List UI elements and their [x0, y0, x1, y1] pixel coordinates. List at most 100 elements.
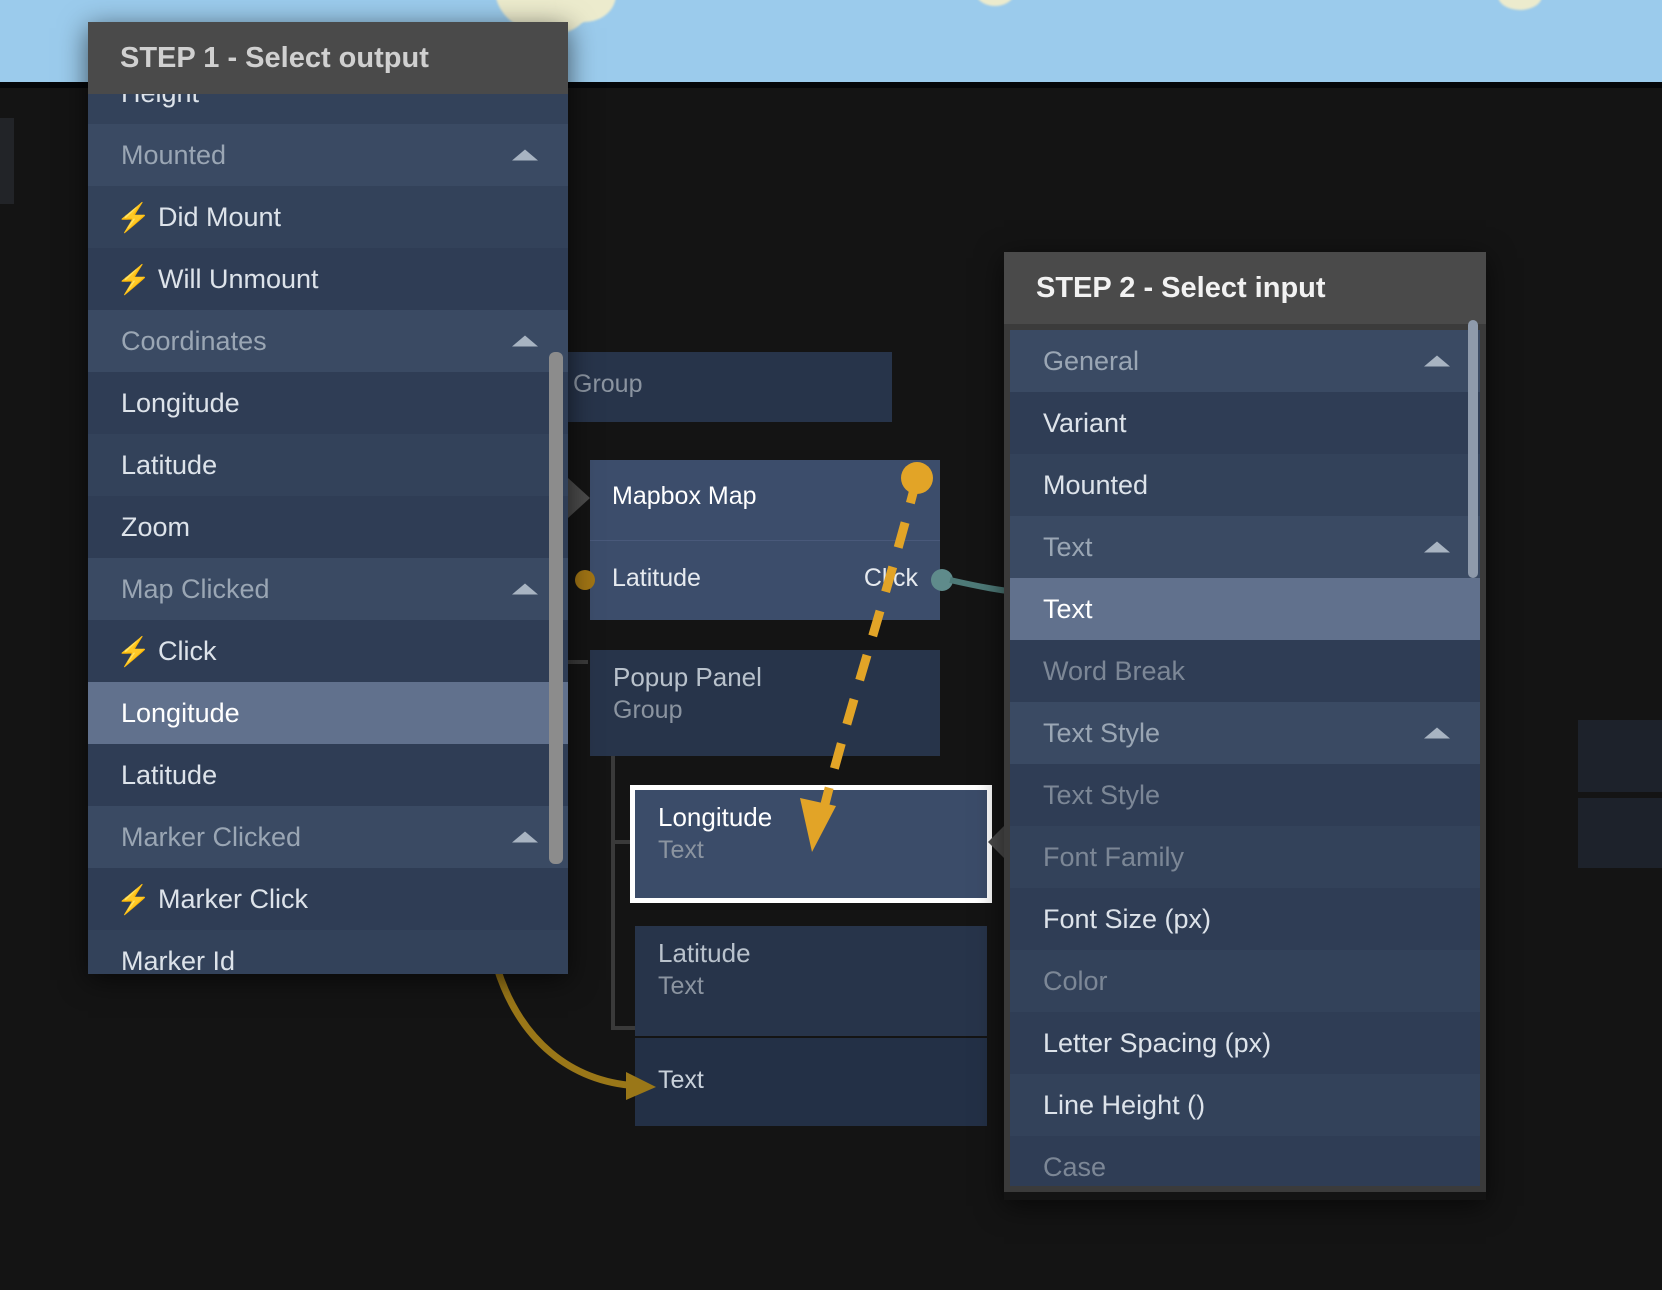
step2-title: STEP 2 - Select input [1004, 252, 1486, 324]
text-node[interactable]: Text [635, 1038, 987, 1126]
mapbox-latitude-row[interactable]: Latitude [612, 564, 701, 592]
bolt-icon: ⚡ [116, 263, 151, 295]
step2-option-label: Text [1043, 531, 1093, 562]
latitude-text-subtitle: Text [658, 972, 704, 1000]
step1-popup: STEP 1 - Select output HeightMounted⚡Did… [88, 22, 568, 974]
step1-option-list[interactable]: HeightMounted⚡Did Mount⚡Will UnmountCoor… [88, 94, 568, 974]
step1-option-label: Latitude [121, 759, 218, 790]
step1-option-latitude[interactable]: Latitude [88, 434, 568, 496]
step1-option-label: Marker Clicked [121, 821, 302, 852]
step2-option-label: General [1043, 345, 1140, 376]
group-node-subtitle: Group [573, 370, 643, 398]
step1-option-label: Click [158, 635, 217, 666]
step2-option-label: Case [1043, 1151, 1107, 1182]
step1-option-longitude[interactable]: Longitude [88, 682, 568, 744]
step1-option-label: Coordinates [121, 325, 267, 356]
step1-option-mounted[interactable]: Mounted [88, 124, 568, 186]
step1-option-did-mount[interactable]: ⚡Did Mount [88, 186, 568, 248]
chevron-up-icon[interactable] [1424, 541, 1450, 553]
step1-option-marker-clicked[interactable]: Marker Clicked [88, 806, 568, 868]
step1-option-map-clicked[interactable]: Map Clicked [88, 558, 568, 620]
step1-option-marker-id[interactable]: Marker Id [88, 930, 568, 974]
background-panel [0, 118, 14, 204]
bolt-icon: ⚡ [116, 883, 151, 915]
longitude-text-subtitle: Text [658, 836, 704, 864]
step1-option-label: Longitude [121, 387, 240, 418]
step1-option-label: Mounted [121, 139, 227, 170]
step2-option-label: Text Style [1043, 779, 1161, 810]
chevron-up-icon[interactable] [1424, 727, 1450, 739]
step1-option-longitude[interactable]: Longitude [88, 372, 568, 434]
tree-connector [611, 1026, 635, 1030]
popup-panel-title: Popup Panel [613, 662, 762, 692]
step1-scrollbar[interactable] [549, 352, 563, 864]
mapbox-map-node[interactable]: Mapbox Map Latitude Click [590, 460, 940, 620]
step1-option-coordinates[interactable]: Coordinates [88, 310, 568, 372]
step1-option-label: Longitude [121, 697, 240, 728]
step2-option-general[interactable]: General [1010, 330, 1480, 392]
step2-option-mounted[interactable]: Mounted [1010, 454, 1480, 516]
step2-option-text-style[interactable]: Text Style [1010, 764, 1480, 826]
step2-option-line-height[interactable]: Line Height () [1010, 1074, 1480, 1136]
chevron-up-icon[interactable] [512, 149, 538, 161]
step2-option-text-style[interactable]: Text Style [1010, 702, 1480, 764]
land-shape [975, 0, 1015, 6]
step1-option-will-unmount[interactable]: ⚡Will Unmount [88, 248, 568, 310]
step1-option-click[interactable]: ⚡Click [88, 620, 568, 682]
mapbox-click-row[interactable]: Click [863, 564, 918, 592]
step1-option-latitude[interactable]: Latitude [88, 744, 568, 806]
step1-option-label: Latitude [121, 449, 218, 480]
step1-title: STEP 1 - Select output [88, 22, 568, 94]
latitude-input-port[interactable] [575, 570, 595, 590]
chevron-up-icon[interactable] [512, 583, 538, 595]
chevron-up-icon[interactable] [512, 335, 538, 347]
step2-option-text[interactable]: Text [1010, 578, 1480, 640]
longitude-text-title: Longitude [658, 802, 773, 832]
group-node[interactable]: Group [560, 352, 892, 422]
land-shape [556, 0, 616, 22]
step1-option-height[interactable]: Height [88, 94, 568, 124]
popup-panel-node[interactable]: Popup Panel Group [590, 650, 940, 756]
step1-option-label: Marker Id [121, 945, 236, 975]
latitude-text-node[interactable]: Latitude Text [635, 926, 987, 1036]
longitude-text-node[interactable]: Longitude Text [630, 785, 992, 903]
step2-option-label: Color [1043, 965, 1108, 996]
chevron-up-icon[interactable] [512, 831, 538, 843]
step2-option-word-break[interactable]: Word Break [1010, 640, 1480, 702]
step2-option-variant[interactable]: Variant [1010, 392, 1480, 454]
step2-option-font-size-px[interactable]: Font Size (px) [1010, 888, 1480, 950]
step2-option-label: Mounted [1043, 469, 1149, 500]
step1-option-label: Will Unmount [158, 263, 319, 294]
step2-option-label: Text [1043, 593, 1093, 624]
step2-option-letter-spacing-px[interactable]: Letter Spacing (px) [1010, 1012, 1480, 1074]
step1-option-zoom[interactable]: Zoom [88, 496, 568, 558]
tree-connector [566, 660, 588, 664]
step1-option-label: Height [121, 94, 199, 109]
bolt-icon: ⚡ [116, 635, 151, 667]
step2-option-case[interactable]: Case [1010, 1136, 1480, 1186]
step2-option-text[interactable]: Text [1010, 516, 1480, 578]
step2-option-font-family[interactable]: Font Family [1010, 826, 1480, 888]
step2-option-label: Line Height () [1043, 1089, 1206, 1120]
step1-option-label: Did Mount [158, 201, 282, 232]
map-divider [0, 82, 1662, 88]
step2-option-label: Word Break [1043, 655, 1186, 686]
step2-option-label: Variant [1043, 407, 1127, 438]
popup-panel-subtitle: Group [613, 696, 683, 724]
step2-option-label: Font Family [1043, 841, 1185, 872]
step1-option-label: Map Clicked [121, 573, 270, 604]
step2-scrollbar[interactable] [1468, 320, 1478, 578]
tree-connector [611, 840, 635, 844]
step2-option-color[interactable]: Color [1010, 950, 1480, 1012]
background-panel [1578, 720, 1662, 792]
click-output-port[interactable] [931, 569, 953, 591]
step1-option-marker-click[interactable]: ⚡Marker Click [88, 868, 568, 930]
step2-option-label: Font Size (px) [1043, 903, 1212, 934]
chevron-up-icon[interactable] [1424, 355, 1450, 367]
mapbox-map-title: Mapbox Map [612, 482, 757, 510]
node-collapse-caret-icon[interactable] [568, 478, 590, 518]
land-shape [1498, 0, 1542, 10]
text-node-title: Text [658, 1066, 704, 1094]
